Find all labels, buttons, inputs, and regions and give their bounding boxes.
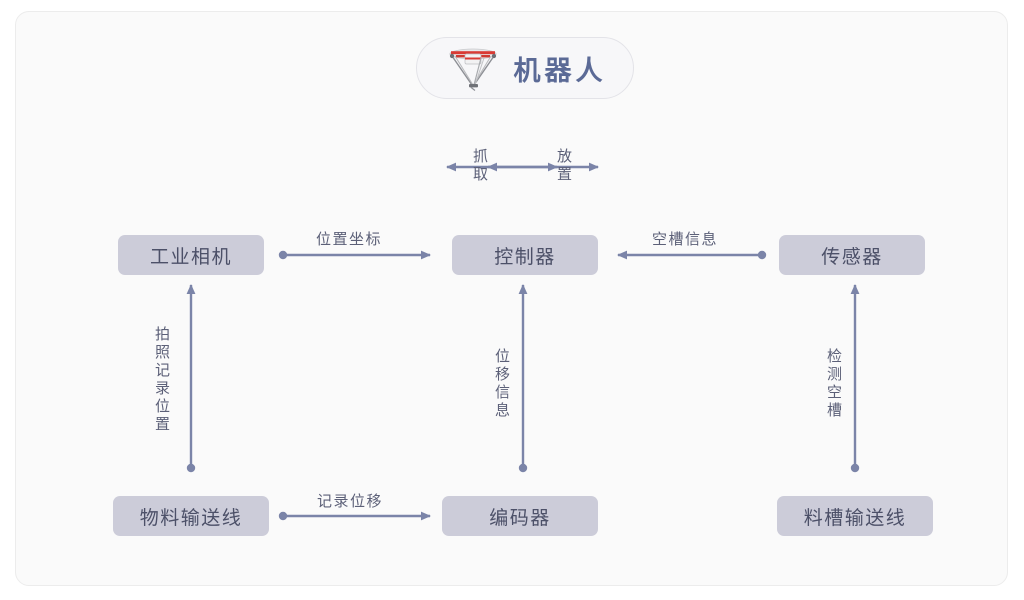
node-controller-label: 控制器 (494, 245, 556, 268)
edge-label-position-coordinates: 位置坐标 (316, 230, 383, 248)
node-encoder[interactable]: 编码器 (442, 496, 598, 536)
node-industrial-camera[interactable]: 工业相机 (118, 235, 264, 275)
node-industrial-camera-label: 工业相机 (149, 245, 232, 268)
edge-label-grab: 抓取 (471, 148, 489, 184)
delta-robot-icon (448, 48, 497, 91)
node-controller[interactable]: 控制器 (452, 235, 598, 275)
diagram-card (15, 11, 1008, 586)
node-material-conveyor-label: 物料输送线 (139, 506, 243, 529)
node-robot[interactable]: 机器人 (416, 37, 634, 99)
node-material-conveyor[interactable]: 物料输送线 (113, 496, 269, 536)
edge-label-empty-slot-info: 空槽信息 (652, 230, 719, 248)
edge-label-photo-record-position: 拍照记录位置 (153, 326, 171, 434)
node-slot-conveyor[interactable]: 料槽输送线 (777, 496, 933, 536)
edge-label-record-displacement: 记录位移 (317, 492, 384, 510)
edge-label-displacement-info: 位移信息 (493, 348, 511, 420)
edge-label-place: 放置 (555, 148, 573, 184)
edge-label-detect-empty-slot: 检测空槽 (825, 348, 843, 420)
node-robot-label: 机器人 (513, 55, 607, 87)
node-slot-conveyor-label: 料槽输送线 (803, 506, 907, 529)
node-sensor-label: 传感器 (821, 245, 883, 268)
node-sensor[interactable]: 传感器 (779, 235, 925, 275)
node-encoder-label: 编码器 (489, 506, 551, 529)
